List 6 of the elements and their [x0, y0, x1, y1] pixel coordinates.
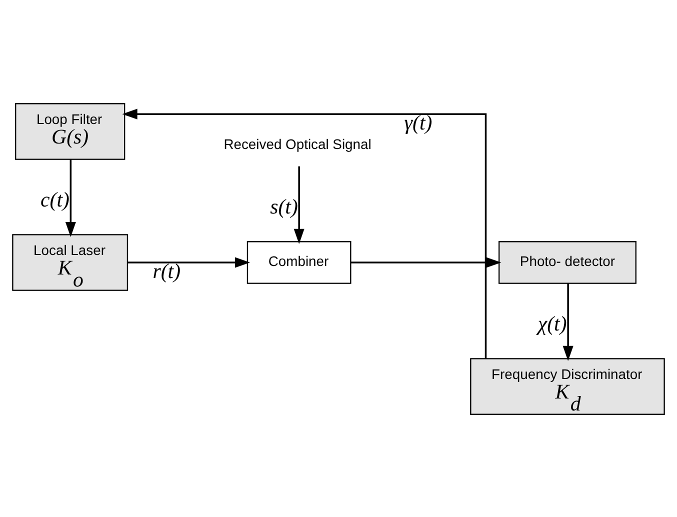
edge-label: r(t)	[152, 258, 181, 283]
node-text: Received Optical Signal	[224, 135, 372, 152]
edge-label: s(t)	[270, 194, 298, 218]
edge-label: χ(t)	[538, 311, 567, 336]
edge-label: γ(t)	[404, 110, 432, 134]
edge-label: c(t)	[40, 187, 70, 212]
